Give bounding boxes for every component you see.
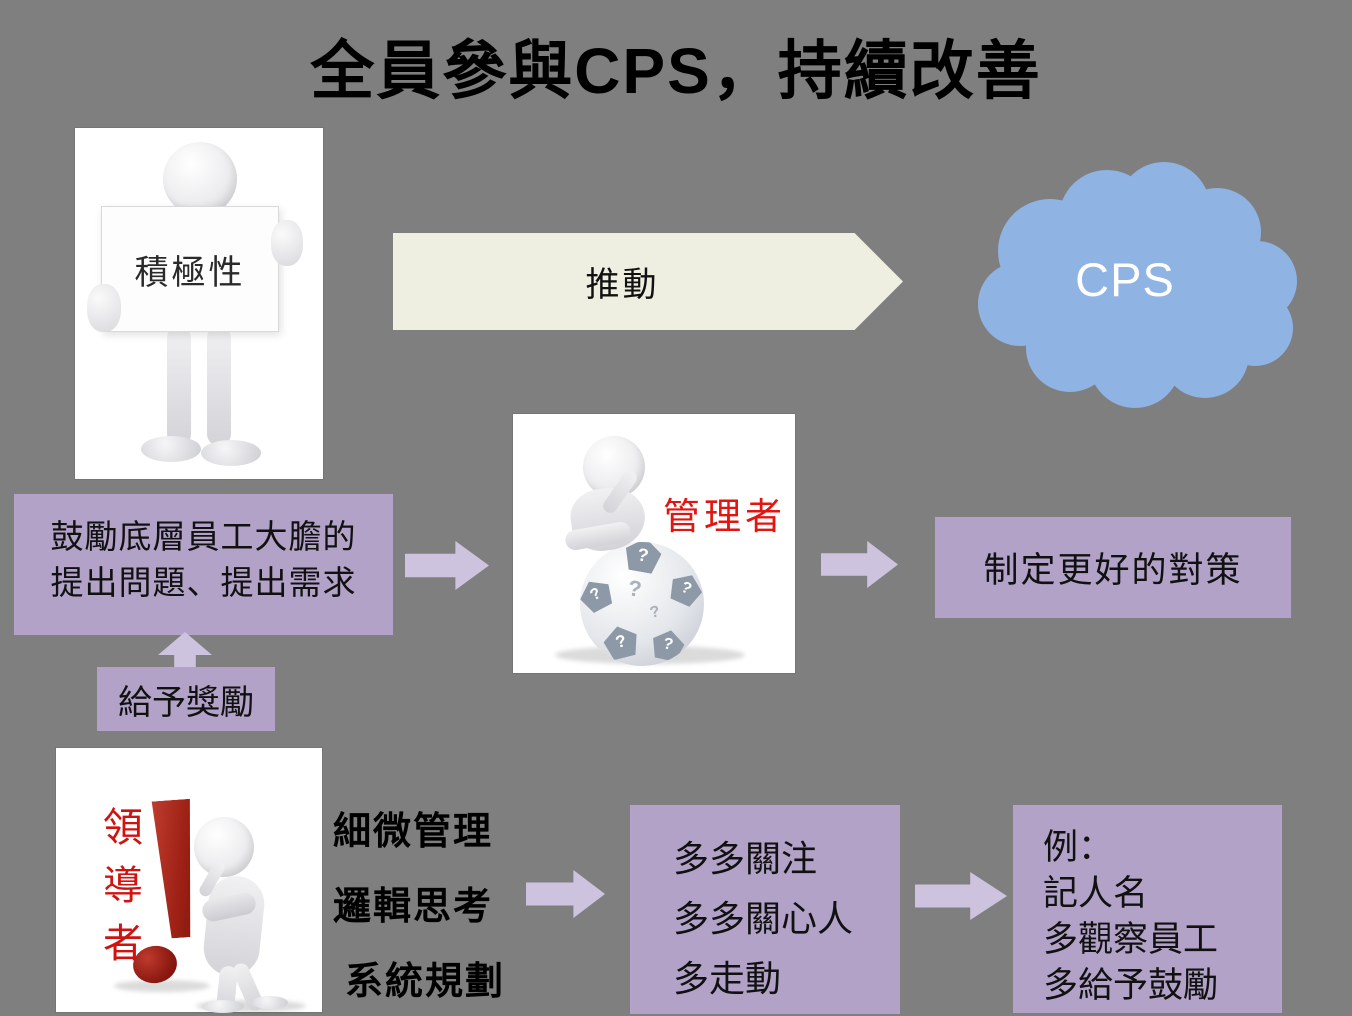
cloud-shape [978, 162, 1297, 408]
examples-box: 例： 記人名 多觀察員工 多給予鼓勵 [1013, 805, 1282, 1013]
push-arrow-label: 推動 [585, 266, 660, 304]
figure-leg [167, 326, 191, 446]
cloud-label: CPS [1075, 253, 1175, 306]
question-mark-icon: ? [648, 603, 662, 622]
question-ball-icon: ? ? ? ? ? ? ? [580, 542, 704, 666]
figure-hand [87, 284, 121, 332]
strategy-box: 制定更好的對策 [935, 517, 1291, 618]
manager-figure-image: ? ? ? ? ? ? ? 管理者 [513, 414, 795, 673]
question-mark-icon: ? [678, 578, 695, 599]
manager-label: 管理者 [663, 496, 786, 537]
ball-patch: ? [580, 574, 617, 616]
strategy-label: 制定更好的對策 [983, 551, 1243, 590]
encourage-box: 鼓勵底層員工大膽的 提出問題、提出需求 [14, 494, 393, 635]
figure-foot [141, 436, 201, 462]
arrow-reward-to-encourage [158, 632, 212, 669]
cps-cloud-icon: CPS [972, 156, 1298, 408]
action-item: 多走動 [673, 959, 782, 999]
exclamation-mark-icon [141, 798, 208, 940]
question-mark-icon: ? [661, 635, 675, 654]
exclaim-shadow [114, 980, 210, 992]
action-item: 多多關心人 [673, 899, 854, 939]
figure-head [163, 142, 237, 216]
slide-title: 全員參與CPS，持續改善 [310, 35, 1042, 107]
arrow-skills-to-actions [526, 870, 605, 918]
skill-item: 邏輯思考 [333, 886, 494, 928]
push-arrow-shape: 推動 [393, 233, 903, 330]
figure-foot [202, 1000, 244, 1013]
skill-item: 細微管理 [333, 811, 494, 853]
question-mark-icon: ? [626, 575, 644, 602]
question-mark-icon: ? [635, 543, 651, 566]
leader-label: 領導者 [97, 806, 142, 980]
initiative-sign: 積極性 [101, 206, 279, 332]
example-item: 記人名 [1043, 874, 1149, 913]
arrow-encourage-to-manager [405, 541, 489, 590]
encourage-line-2: 提出問題、提出需求 [50, 564, 357, 601]
figure-hand [271, 220, 303, 266]
leader-figure-image: 領導者 [56, 748, 322, 1014]
figure-foot [252, 996, 288, 1009]
leader-skills-list: 細微管理 邏輯思考 系統規劃 [333, 795, 505, 1016]
arrow-manager-to-strategy [821, 541, 898, 588]
example-item: 多觀察員工 [1043, 920, 1219, 959]
example-item: 例： [1043, 828, 1114, 867]
initiative-sign-label: 積極性 [134, 253, 246, 292]
figure-foot [201, 440, 261, 466]
initiative-figure-image: 積極性 [75, 128, 323, 479]
skill-item: 系統規劃 [345, 961, 506, 1003]
question-mark-icon: ? [587, 584, 605, 605]
reward-label: 給予獎勵 [118, 684, 254, 722]
action-item: 多多關注 [673, 839, 818, 879]
figure-leg [207, 326, 231, 446]
question-mark-icon: ? [613, 631, 629, 652]
encourage-line-1: 鼓勵底層員工大膽的 [50, 518, 357, 555]
ball-patch: ? [622, 542, 663, 575]
example-item: 多給予鼓勵 [1043, 966, 1219, 1005]
reward-box: 給予獎勵 [97, 667, 275, 731]
arrow-actions-to-examples [915, 872, 1007, 920]
actions-box: 多多關注 多多關心人 多走動 [630, 805, 900, 1014]
ball-patch: ? [665, 569, 704, 609]
